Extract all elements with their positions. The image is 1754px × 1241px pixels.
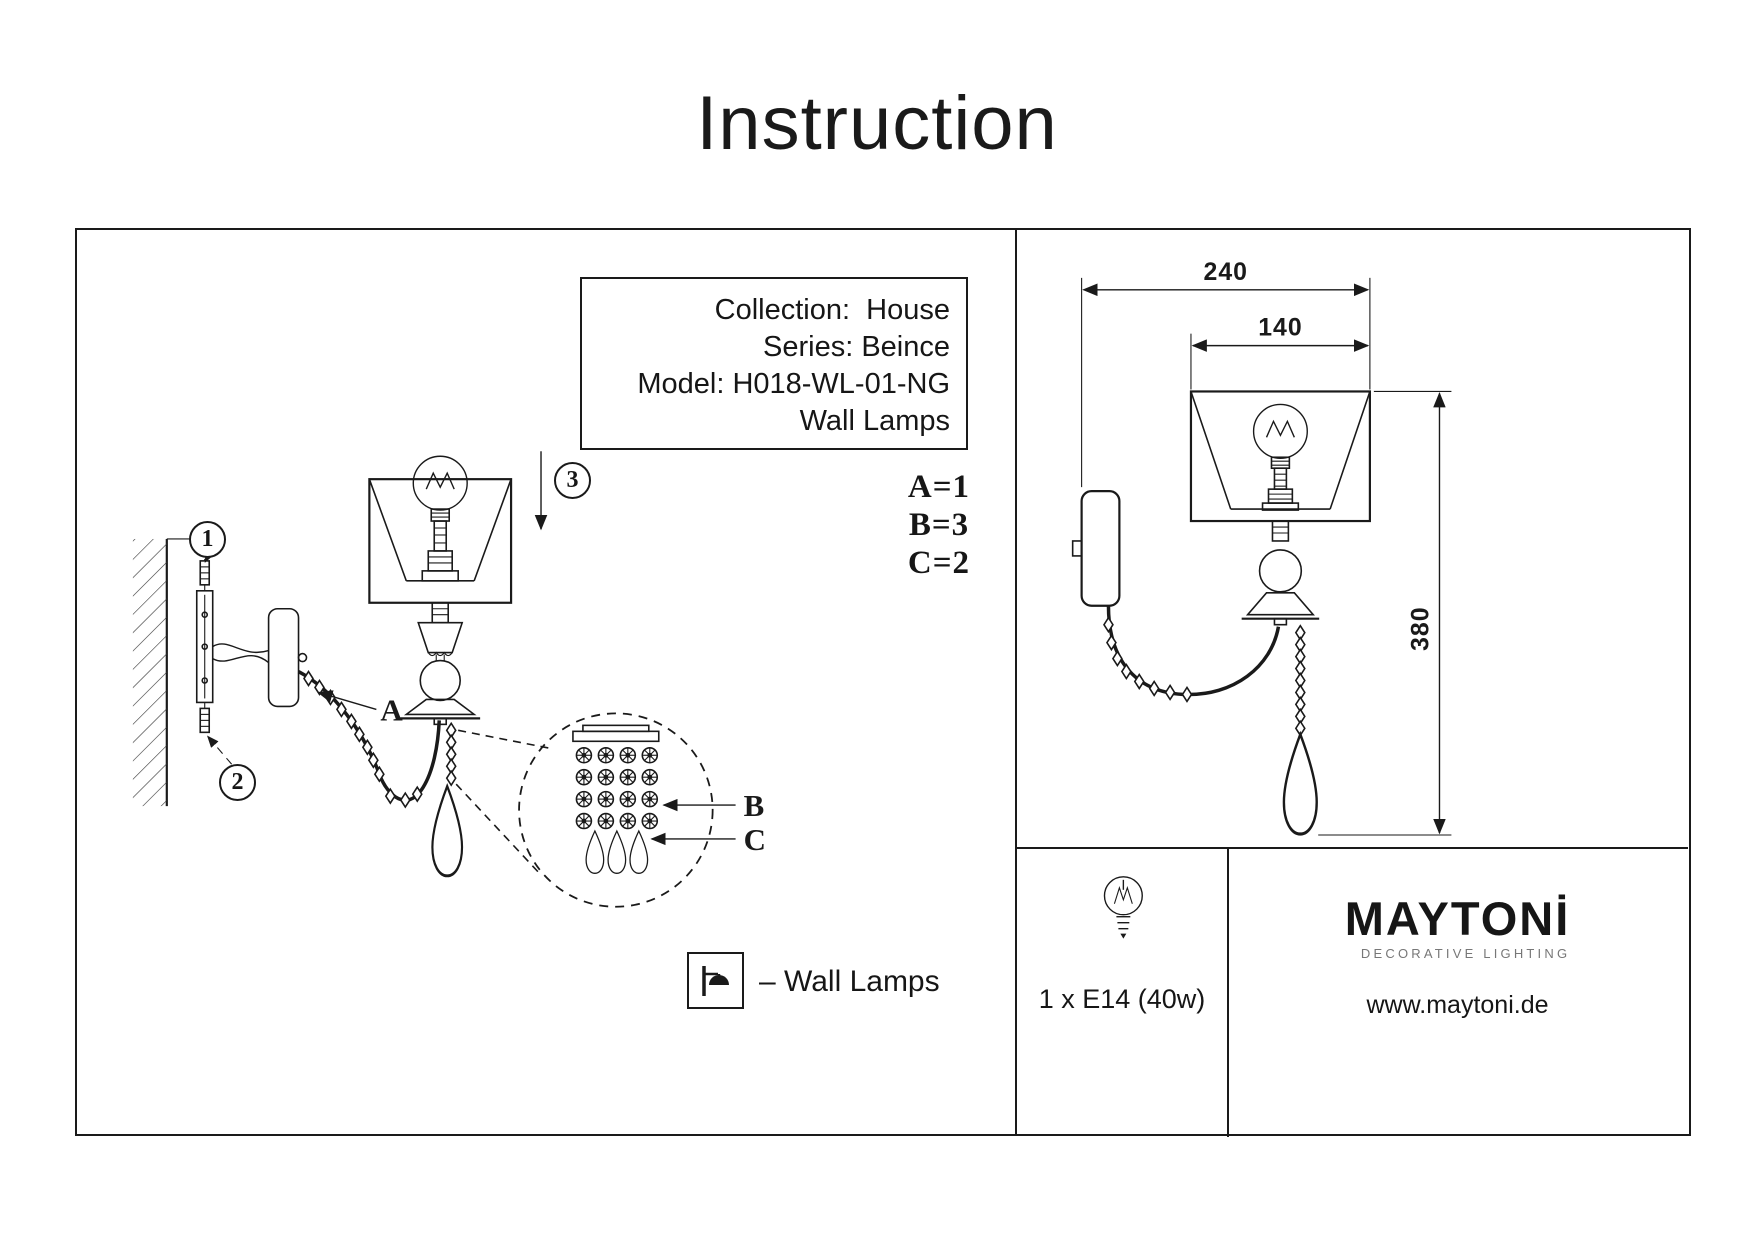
info-type: Wall Lamps bbox=[799, 405, 950, 437]
part-label-b: B bbox=[744, 788, 765, 823]
info-series: Series: Beince bbox=[763, 331, 950, 363]
lamp-shade bbox=[368, 478, 513, 604]
quantity-a: A=1 bbox=[907, 469, 971, 505]
legend-label: – Wall Lamps bbox=[759, 965, 940, 998]
step-2-badge: 2 bbox=[219, 764, 256, 801]
wall-section bbox=[132, 538, 199, 807]
quantity-c: C=2 bbox=[907, 545, 971, 581]
part-label-a: A bbox=[380, 692, 403, 727]
wires bbox=[212, 643, 270, 664]
info-model: Model: H018-WL-01-NG bbox=[637, 368, 950, 400]
step-1-badge: 1 bbox=[189, 521, 226, 558]
part-quantities: A=1 B=3 C=2 bbox=[889, 468, 989, 582]
mounting-bracket bbox=[195, 544, 233, 765]
panel-divider-vertical bbox=[1227, 847, 1229, 1137]
step-3-badge: 3 bbox=[554, 462, 591, 499]
page-title: Instruction bbox=[696, 81, 1058, 166]
dimension-shade-width-value: 140 bbox=[1258, 314, 1302, 342]
step-2-number: 2 bbox=[231, 769, 244, 795]
content-frame: A B C Collection: House Series: Beince M… bbox=[75, 228, 1691, 1137]
front-wall-plate bbox=[1071, 490, 1121, 607]
dimension-height: 380 bbox=[1407, 392, 1446, 835]
dimension-overall-width-value: 240 bbox=[1204, 258, 1248, 286]
brand-logo-block: MAYTONİ DECORATIVE LIGHTING bbox=[1345, 895, 1571, 961]
part-callouts: A B C bbox=[317, 451, 766, 857]
bulb-spec-icon bbox=[1103, 876, 1143, 939]
brand-tagline: DECORATIVE LIGHTING bbox=[1360, 946, 1571, 961]
step-3-number: 3 bbox=[566, 467, 579, 493]
bulb-spec-label: 1 x E14 (40w) bbox=[1038, 984, 1206, 1014]
dimensions-panel: 240 140 380 bbox=[1017, 230, 1688, 1137]
wall-lamp-icon bbox=[701, 965, 729, 996]
info-collection: Collection: House bbox=[714, 294, 950, 326]
wall-plate bbox=[267, 607, 308, 708]
panel-divider-horizontal bbox=[1017, 847, 1688, 849]
front-bulb bbox=[1252, 403, 1308, 511]
quantity-b: B=3 bbox=[908, 507, 970, 543]
zoom-detail bbox=[455, 712, 714, 908]
part-label-c: C bbox=[744, 822, 766, 857]
wall-lamp-legend-box bbox=[687, 952, 744, 1009]
extension-lines bbox=[1081, 277, 1452, 836]
lamp-arm bbox=[297, 669, 441, 808]
dimension-shade-width: 140 bbox=[1191, 314, 1370, 352]
product-info-box: Collection: House Series: Beince Model: … bbox=[580, 277, 968, 450]
brand-website: www.maytoni.de bbox=[1366, 991, 1549, 1019]
brand-logo: MAYTONİ bbox=[1344, 892, 1571, 945]
dimension-height-value: 380 bbox=[1407, 606, 1435, 651]
dimension-overall-width: 240 bbox=[1082, 258, 1370, 297]
front-shade bbox=[1189, 390, 1371, 523]
front-crystal-strand bbox=[1282, 624, 1319, 836]
front-arm bbox=[1103, 605, 1281, 703]
bulb bbox=[412, 455, 468, 522]
socket-assembly bbox=[421, 520, 459, 582]
front-stem bbox=[1241, 520, 1320, 626]
brand-area: MAYTONİ DECORATIVE LIGHTING www.maytoni.… bbox=[1227, 847, 1688, 1137]
assembly-panel: A B C Collection: House Series: Beince M… bbox=[77, 230, 1017, 1134]
step-1-number: 1 bbox=[201, 526, 214, 552]
assembly-drawing: A B C bbox=[132, 451, 766, 908]
stem bbox=[400, 601, 481, 726]
dimension-drawing: 240 140 380 bbox=[1071, 258, 1452, 939]
